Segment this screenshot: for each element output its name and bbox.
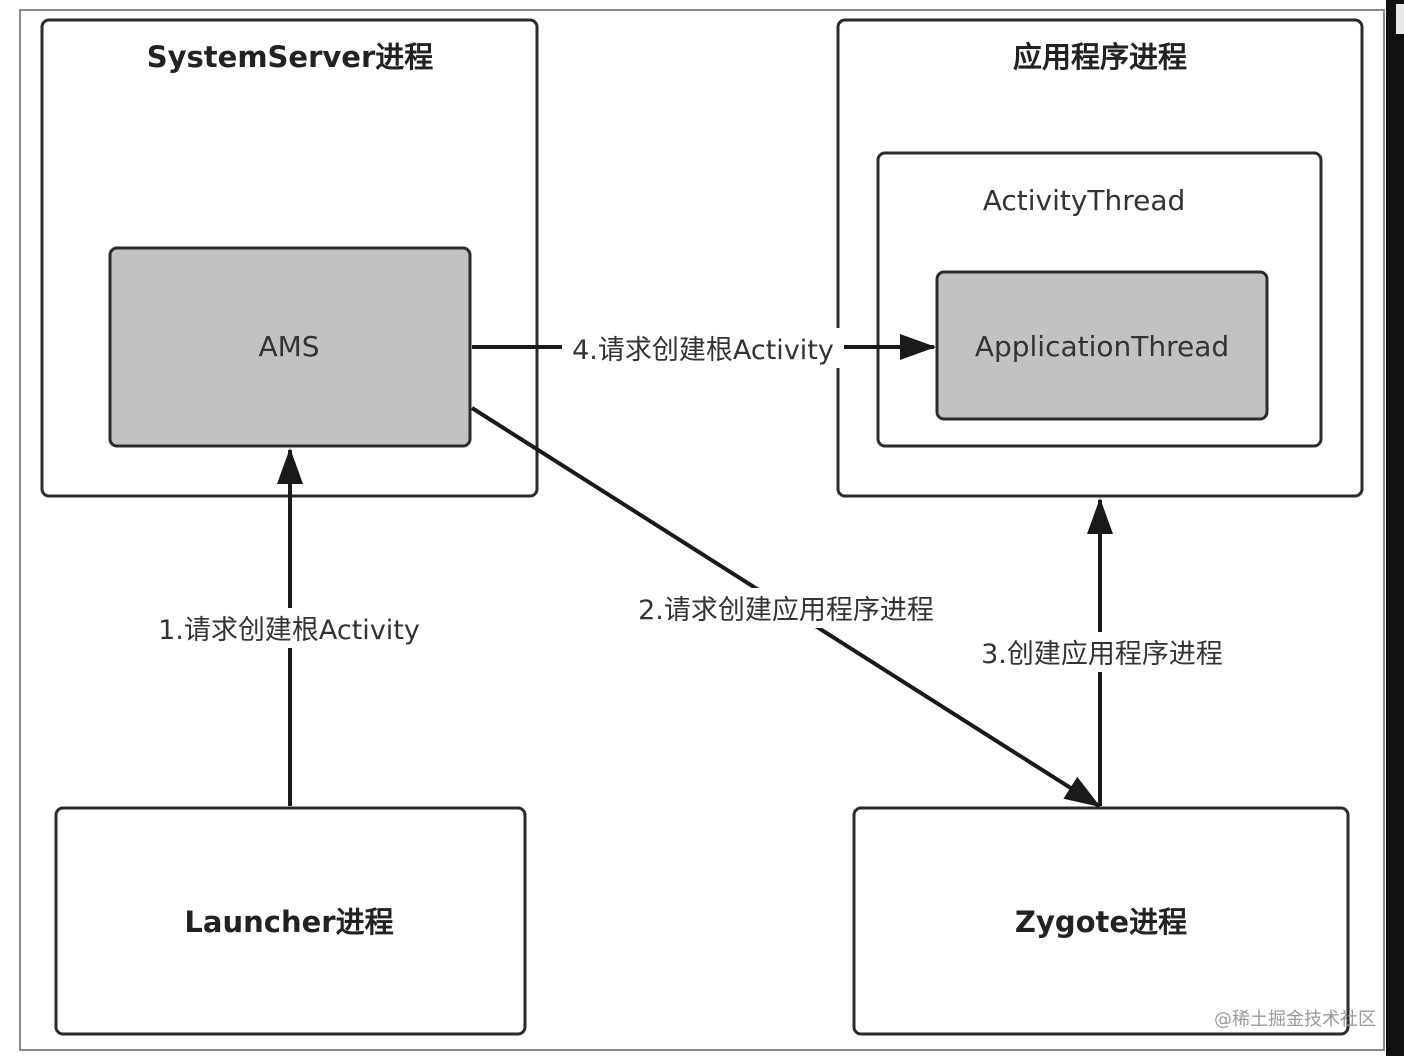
ams-box [108, 246, 472, 448]
activity-thread-label: ActivityThread [983, 184, 1186, 217]
edge-4-label-bg [562, 328, 844, 368]
launcher-box [54, 806, 527, 1036]
edge-4-label: 4.请求创建根Activity [572, 335, 834, 366]
ams-label: AMS [258, 330, 319, 363]
zygote-box [852, 806, 1350, 1036]
zygote-title: Zygote进程 [1015, 905, 1187, 939]
edge-3-label: 3.创建应用程序进程 [981, 639, 1223, 670]
edge-1-label: 1.请求创建根Activity [158, 615, 420, 646]
right-edge-bar [1386, 0, 1404, 1056]
app-process-title: 应用程序进程 [1013, 40, 1187, 74]
watermark: @稀土掘金技术社区 [1214, 1009, 1376, 1030]
edge-3-label-bg [970, 632, 1234, 672]
edge-2-label-bg [624, 588, 948, 628]
edge-1-label-bg [146, 608, 432, 648]
application-thread-label: ApplicationThread [975, 330, 1229, 363]
application-thread-box [935, 270, 1269, 421]
launcher-title: Launcher进程 [184, 905, 393, 939]
edge-2-label: 2.请求创建应用程序进程 [638, 595, 934, 626]
system-server-title: SystemServer进程 [147, 40, 434, 74]
right-edge-highlight [1396, 4, 1404, 34]
